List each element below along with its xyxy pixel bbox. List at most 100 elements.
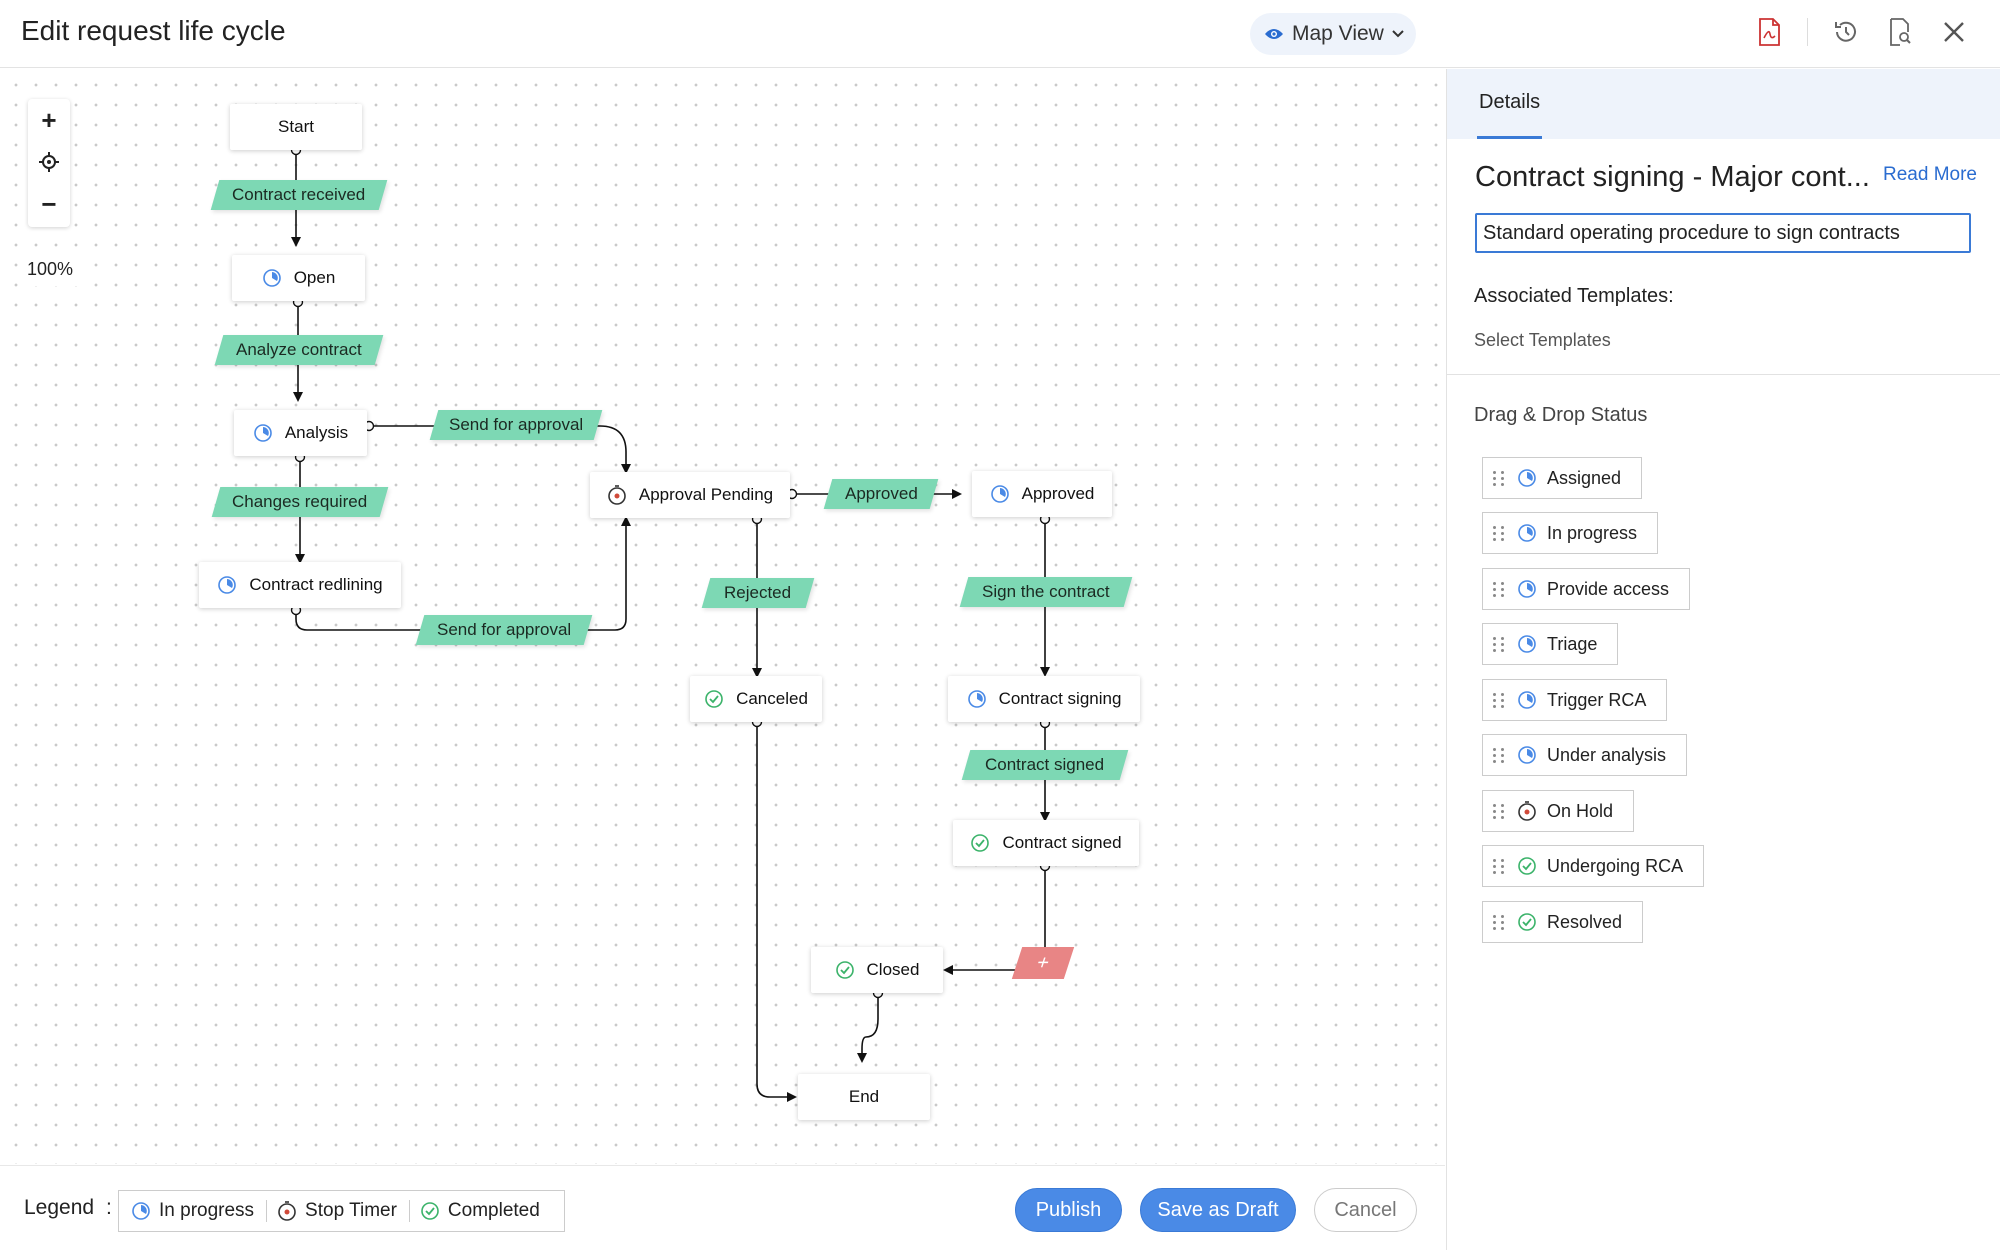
read-more-link[interactable]: Read More: [1883, 164, 1977, 185]
transition-changes-required[interactable]: Changes required: [211, 487, 389, 517]
status-item-label: Assigned: [1547, 467, 1622, 488]
in-progress-icon: [1518, 691, 1536, 709]
chevron-down-icon: [1392, 30, 1404, 38]
node-canceled[interactable]: Canceled: [690, 676, 822, 722]
in-progress-icon: [1518, 635, 1536, 653]
node-contract-signed[interactable]: Contract signed: [953, 820, 1139, 866]
transition-send-for-approval-1[interactable]: Send for approval: [429, 410, 603, 440]
drag-handle-icon[interactable]: [1493, 581, 1507, 597]
select-templates-dropdown[interactable]: Select Templates: [1474, 330, 1611, 350]
node-contract-signing[interactable]: Contract signing: [948, 676, 1140, 722]
node-closed[interactable]: Closed: [811, 947, 943, 993]
transition-label: Send for approval: [448, 415, 584, 434]
node-label: Contract signing: [998, 689, 1122, 708]
document-preview-icon[interactable]: [1884, 16, 1916, 48]
eye-icon: [1265, 29, 1283, 39]
drag-handle-icon[interactable]: [1493, 525, 1507, 541]
in-progress-icon: [1518, 746, 1536, 764]
status-item-in-progress[interactable]: In progress: [1482, 512, 1659, 554]
node-label: Analysis: [284, 423, 349, 442]
status-item-triage[interactable]: Triage: [1482, 623, 1619, 665]
publish-button[interactable]: Publish: [1015, 1188, 1122, 1232]
node-end[interactable]: End: [798, 1074, 930, 1120]
cancel-button[interactable]: Cancel: [1314, 1188, 1417, 1232]
drag-handle-icon[interactable]: [1493, 914, 1507, 930]
node-label: Approved: [1021, 484, 1095, 503]
zoom-controls: + −: [28, 99, 70, 227]
status-item-trigger-rca[interactable]: Trigger RCA: [1482, 679, 1668, 721]
status-title: Contract signing - Major cont...: [1475, 161, 1870, 193]
recenter-button[interactable]: [28, 141, 70, 183]
zoom-in-button[interactable]: +: [41, 104, 57, 135]
legend-label: Legend: [24, 1196, 95, 1219]
description-input[interactable]: [1475, 213, 1971, 253]
status-item-undergoing-rca[interactable]: Undergoing RCA: [1482, 845, 1705, 887]
transition-label: Approved: [844, 484, 918, 503]
panel-divider: [1447, 374, 2000, 375]
pdf-export-icon[interactable]: [1753, 16, 1785, 48]
status-item-label: Trigger RCA: [1547, 689, 1647, 710]
legend-box: In progress Stop Timer Completed: [118, 1190, 565, 1232]
in-progress-icon: [1518, 524, 1536, 542]
in-progress-icon: [218, 576, 237, 594]
legend-colon: :: [106, 1196, 112, 1219]
save-as-draft-button[interactable]: Save as Draft: [1140, 1188, 1296, 1232]
transition-contract-signed[interactable]: Contract signed: [961, 750, 1129, 780]
transition-rejected[interactable]: Rejected: [701, 578, 815, 608]
completed-icon: [835, 961, 854, 979]
node-approved[interactable]: Approved: [972, 471, 1112, 517]
header: Edit request life cycle Map View: [0, 0, 2000, 68]
status-item-assigned[interactable]: Assigned: [1482, 457, 1643, 499]
transition-label: Analyze contract: [236, 340, 362, 359]
legend-item-in-progress: In progress: [131, 1200, 268, 1222]
legend-item-label: In progress: [159, 1200, 255, 1221]
tab-details[interactable]: Details: [1477, 69, 1543, 139]
status-item-provide-access[interactable]: Provide access: [1482, 568, 1691, 610]
in-progress-icon: [990, 485, 1009, 503]
drag-drop-title: Drag & Drop Status: [1474, 404, 1648, 426]
workflow-canvas[interactable]: + − 100% Start Open Analysis Contract re…: [0, 69, 1445, 1164]
page-title: Edit request life cycle: [21, 15, 286, 46]
status-item-label: Provide access: [1547, 578, 1670, 599]
zoom-out-button[interactable]: −: [41, 188, 57, 219]
completed-icon: [705, 690, 723, 708]
node-label: End: [848, 1087, 880, 1106]
drag-handle-icon[interactable]: [1493, 636, 1507, 652]
transition-sign-the-contract[interactable]: Sign the contract: [959, 577, 1133, 607]
transition-contract-received[interactable]: Contract received: [210, 180, 388, 210]
crosshair-icon: [39, 152, 59, 172]
transition-analyze-contract[interactable]: Analyze contract: [214, 335, 384, 365]
status-item-under-analysis[interactable]: Under analysis: [1482, 734, 1688, 776]
history-icon[interactable]: [1830, 16, 1862, 48]
status-item-on-hold[interactable]: On Hold: [1482, 790, 1635, 832]
node-start[interactable]: Start: [230, 104, 362, 150]
transition-label: Contract signed: [985, 755, 1105, 774]
in-progress-icon: [967, 690, 986, 708]
associated-templates-label: Associated Templates:: [1474, 285, 1674, 307]
drag-handle-icon[interactable]: [1493, 747, 1507, 763]
map-view-dropdown[interactable]: Map View: [1250, 13, 1416, 55]
node-label: Canceled: [736, 689, 808, 708]
transition-approved[interactable]: Approved: [823, 479, 939, 509]
completed-icon: [1518, 913, 1536, 931]
completed-icon: [971, 834, 990, 852]
in-progress-icon: [132, 1202, 150, 1220]
node-open[interactable]: Open: [232, 255, 365, 301]
node-label: Open: [293, 268, 336, 287]
status-item-resolved[interactable]: Resolved: [1482, 901, 1644, 943]
node-contract-redlining[interactable]: Contract redlining: [199, 562, 401, 608]
close-icon[interactable]: [1938, 16, 1970, 48]
drag-handle-icon[interactable]: [1493, 858, 1507, 874]
drag-handle-icon[interactable]: [1493, 470, 1507, 486]
transition-label: Changes required: [232, 492, 368, 511]
transition-send-for-approval-2[interactable]: Send for approval: [415, 615, 593, 645]
panel-tab-bar: Details: [1447, 69, 2000, 139]
status-item-label: In progress: [1547, 522, 1638, 543]
node-approval-pending[interactable]: Approval Pending: [590, 472, 790, 518]
add-transition-button[interactable]: +: [1011, 947, 1075, 979]
node-label: Start: [278, 117, 314, 136]
drag-handle-icon[interactable]: [1493, 803, 1507, 819]
drag-handle-icon[interactable]: [1493, 692, 1507, 708]
node-label: Contract redlining: [249, 575, 383, 594]
node-analysis[interactable]: Analysis: [234, 410, 367, 456]
